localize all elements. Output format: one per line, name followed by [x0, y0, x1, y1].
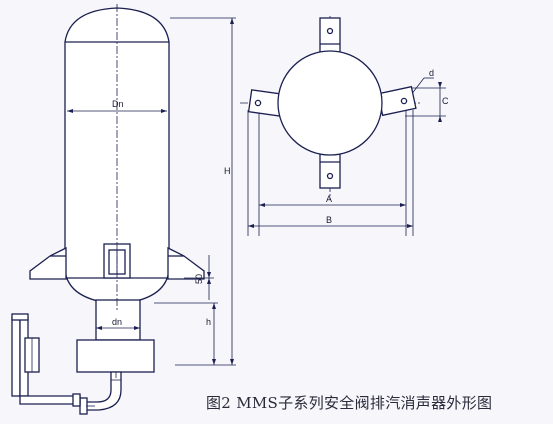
label-d: d — [429, 68, 435, 78]
left-support-lug — [29, 246, 67, 280]
label-C: C — [442, 96, 449, 106]
drain-pipe-left — [11, 317, 21, 397]
plan-bottom-lug — [319, 149, 341, 189]
label-B: B — [326, 215, 333, 225]
plan-top-lug — [319, 17, 341, 57]
inlet-flange — [76, 339, 155, 373]
plan-vessel-circle — [277, 50, 383, 156]
plan-right-lug — [377, 85, 417, 117]
label-A: A — [326, 194, 333, 204]
label-dn: dn — [112, 317, 123, 327]
drain-horizontal-pipe — [19, 395, 81, 405]
bend-flange — [79, 397, 88, 415]
label-H: H — [224, 166, 231, 176]
label-h: h — [206, 317, 212, 327]
label-l: l — [115, 370, 117, 380]
figure-caption: 图2 MMS子系列安全阀排汽消声器外形图 — [206, 394, 493, 412]
label-50: 50 — [194, 273, 204, 284]
drain-top-flange — [11, 313, 29, 321]
label-Dn: Dn — [112, 99, 124, 109]
